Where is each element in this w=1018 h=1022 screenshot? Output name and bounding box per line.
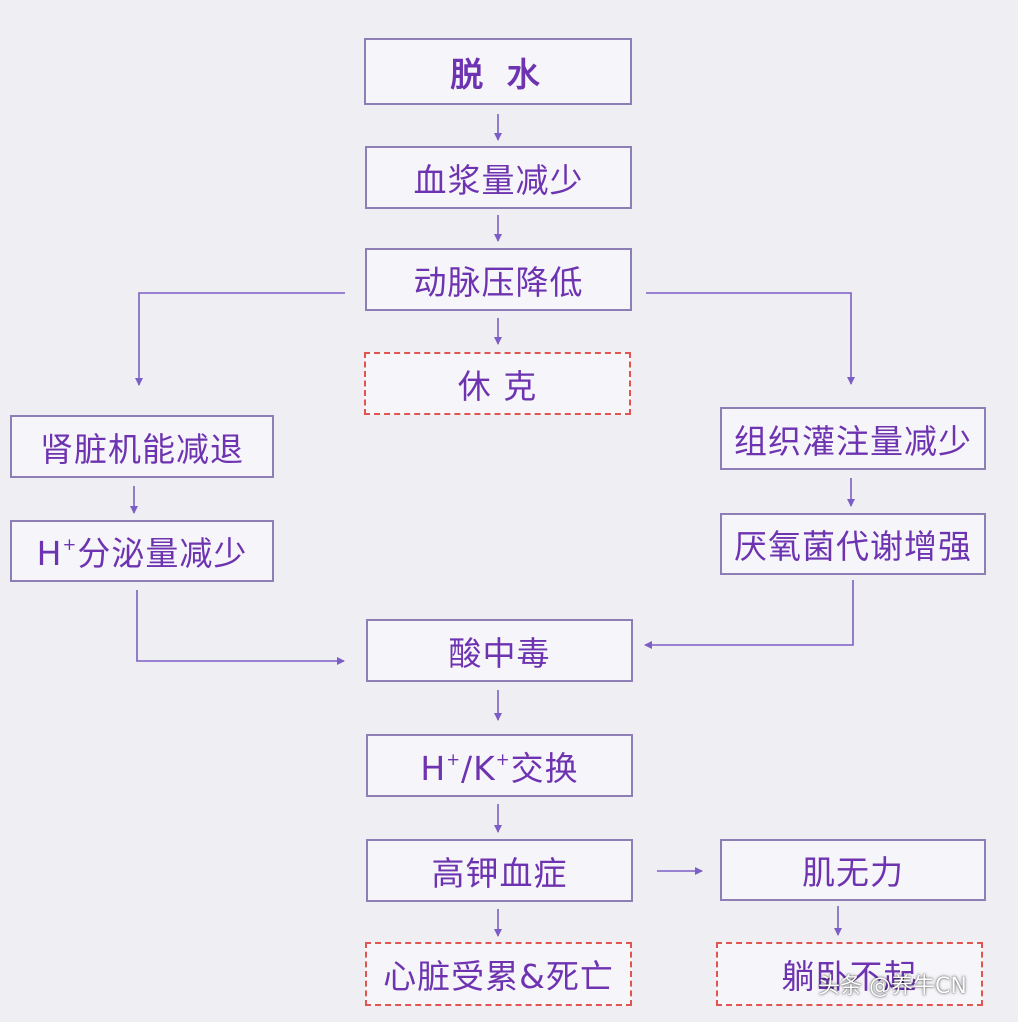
h-secretion-sup: +	[62, 535, 78, 555]
hk-sup2: +	[495, 749, 511, 769]
node-h-k-exchange: H+/K+交换	[366, 734, 633, 797]
node-anaerobic-metabolism-increase: 厌氧菌代谢增强	[720, 513, 986, 575]
node-shock: 休 克	[364, 352, 631, 415]
node-arterial-pressure-drop: 动脉压降低	[365, 248, 632, 311]
h-secretion-prefix: H	[36, 534, 63, 573]
node-heart-burden-death: 心脏受累&死亡	[365, 942, 632, 1006]
node-dehydration: 脱 水	[364, 38, 632, 105]
node-hyperkalemia-label: 高钾血症	[431, 853, 568, 893]
node-muscle-weakness-label: 肌无力	[802, 853, 904, 892]
node-acidosis-label: 酸中毒	[448, 633, 551, 673]
node-arterial-pressure-drop-label: 动脉压降低	[413, 262, 584, 302]
arrow-h-secretion-to-acidosis	[136, 590, 345, 665]
node-tissue-perfusion-decrease: 组织灌注量减少	[720, 407, 986, 470]
node-anaerobic-metabolism-increase-label: 厌氧菌代谢增强	[734, 527, 972, 566]
hk-h: H	[420, 748, 447, 788]
node-renal-function-decline-label: 肾脏机能减退	[40, 429, 244, 469]
node-bedridden: 躺卧不起	[716, 942, 983, 1006]
node-shock-label: 休 克	[457, 366, 538, 406]
node-h-k-exchange-label: H+/K+交换	[420, 742, 578, 790]
node-bedridden-label: 躺卧不起	[781, 957, 918, 996]
node-plasma-volume-decrease: 血浆量减少	[365, 146, 632, 209]
node-h-secretion-decrease: H+分泌量减少	[10, 520, 274, 582]
arrow-pressure-to-renal	[135, 292, 345, 386]
arrow-anaerobic-to-acidosis	[644, 580, 854, 649]
node-muscle-weakness: 肌无力	[720, 839, 986, 901]
node-dehydration-label: 脱 水	[450, 54, 546, 94]
node-tissue-perfusion-decrease-label: 组织灌注量减少	[734, 421, 972, 461]
node-h-secretion-decrease-label: H+分泌量减少	[37, 527, 248, 575]
node-renal-function-decline: 肾脏机能减退	[10, 415, 274, 478]
node-acidosis: 酸中毒	[366, 619, 633, 682]
node-plasma-volume-decrease-label: 血浆量减少	[413, 160, 584, 200]
h-secretion-suffix: 分泌量减少	[77, 534, 248, 573]
node-heart-burden-death-label: 心脏受累&死亡	[383, 957, 614, 996]
arrow-pressure-to-perfusion	[646, 292, 855, 385]
node-hyperkalemia: 高钾血症	[366, 839, 633, 902]
watermark: 头条 @养牛CN	[818, 974, 967, 999]
hk-sep: /K	[461, 748, 496, 788]
hk-sup1: +	[446, 749, 462, 769]
hk-suffix: 交换	[510, 748, 579, 788]
